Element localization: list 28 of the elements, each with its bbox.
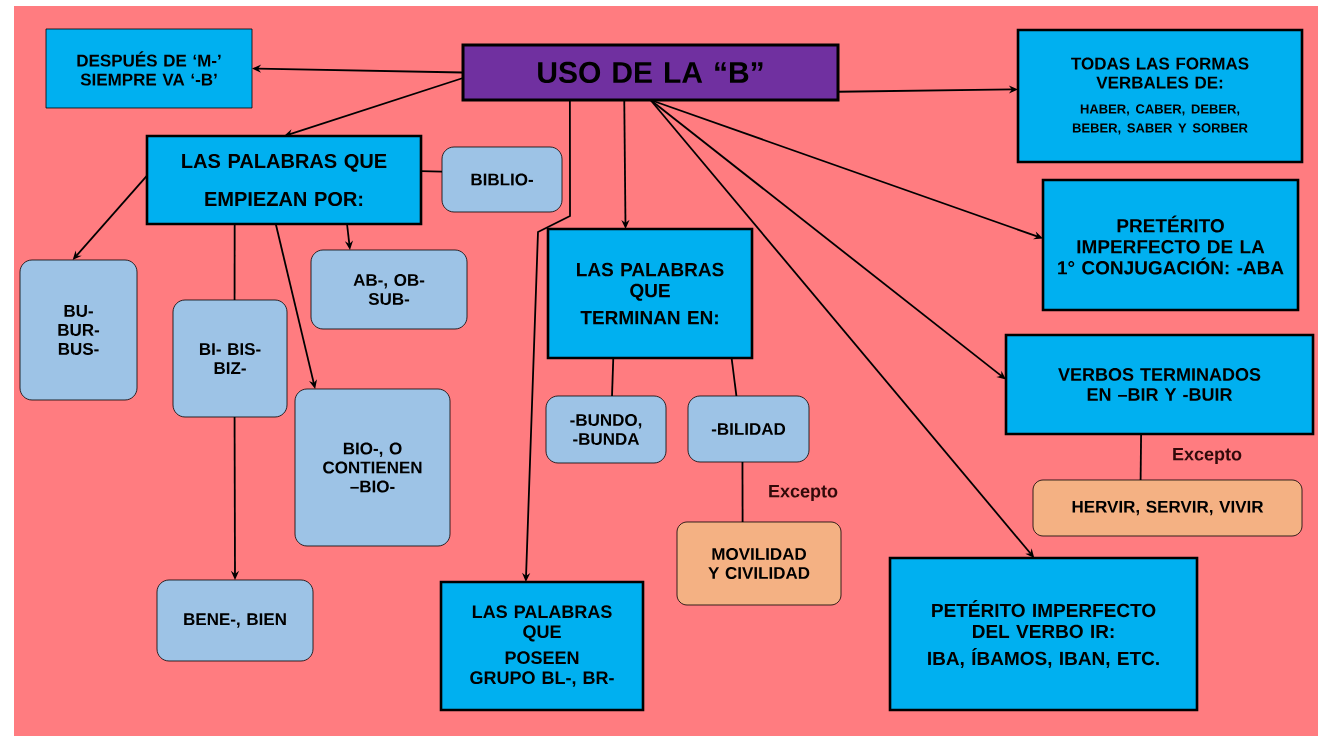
rounded-box: BIO-, O CONTIENEN –BIO- (294, 388, 451, 547)
rounded-box: BENE-, BIEN (156, 579, 314, 662)
concept-box: LAS PALABRAS QUE EMPIEZAN POR: (145, 134, 423, 226)
rounded-box: BU- BUR- BUS- (19, 259, 138, 401)
concept-box: DESPUÉS DE ‘M-’ SIEMPRE VA ‘-B’ (45, 28, 253, 109)
connector-line (730, 357, 738, 397)
connector-line (741, 461, 744, 523)
root-box: USO DE LA “B” (461, 43, 840, 102)
concept-box: PETÉRITO IMPERFECTO DEL VERBO IR: IBA, ÍBAMOS, IBAN, ETC. (888, 556, 1199, 712)
connector-line (420, 170, 443, 173)
concept-box: LAS PALABRAS QUE TERMINAN EN: (546, 227, 754, 360)
rounded-box: -BILIDAD (687, 395, 810, 463)
rounded-box: -BUNDO, -BUNDA (545, 395, 667, 464)
exception-box: HERVIR, SERVIR, VIVIR (1032, 479, 1303, 537)
rounded-box: AB-, OB- SUB- (310, 249, 468, 330)
connector-line (233, 223, 236, 301)
exception-box: MOVILIDAD Y CIVILIDAD (676, 521, 842, 606)
rounded-box: BIBLIO- (441, 146, 563, 213)
edge-label: Excepto (1173, 447, 1242, 465)
rounded-box: BI- BIS- BIZ- (172, 299, 288, 418)
arrow (649, 99, 1006, 380)
connector-line (1139, 433, 1142, 481)
concept-box: VERBOS TERMINADOS EN –BIR Y -BUIR (1004, 333, 1315, 436)
concept-box: LAS PALABRAS QUE POSEEN GRUPO BL-, BR- (439, 580, 645, 712)
concept-box: TODAS LAS FORMAS VERBALES DE: HABER, CABER, DEBER, BEBER, SABER Y SORBER (1016, 28, 1304, 164)
concept-box: PRETÉRITO IMPERFECTO DE LA 1° CONJUGACIÓN: -ABA (1041, 178, 1300, 312)
connector-line (611, 357, 615, 397)
edge-label: Excepto (769, 484, 838, 502)
